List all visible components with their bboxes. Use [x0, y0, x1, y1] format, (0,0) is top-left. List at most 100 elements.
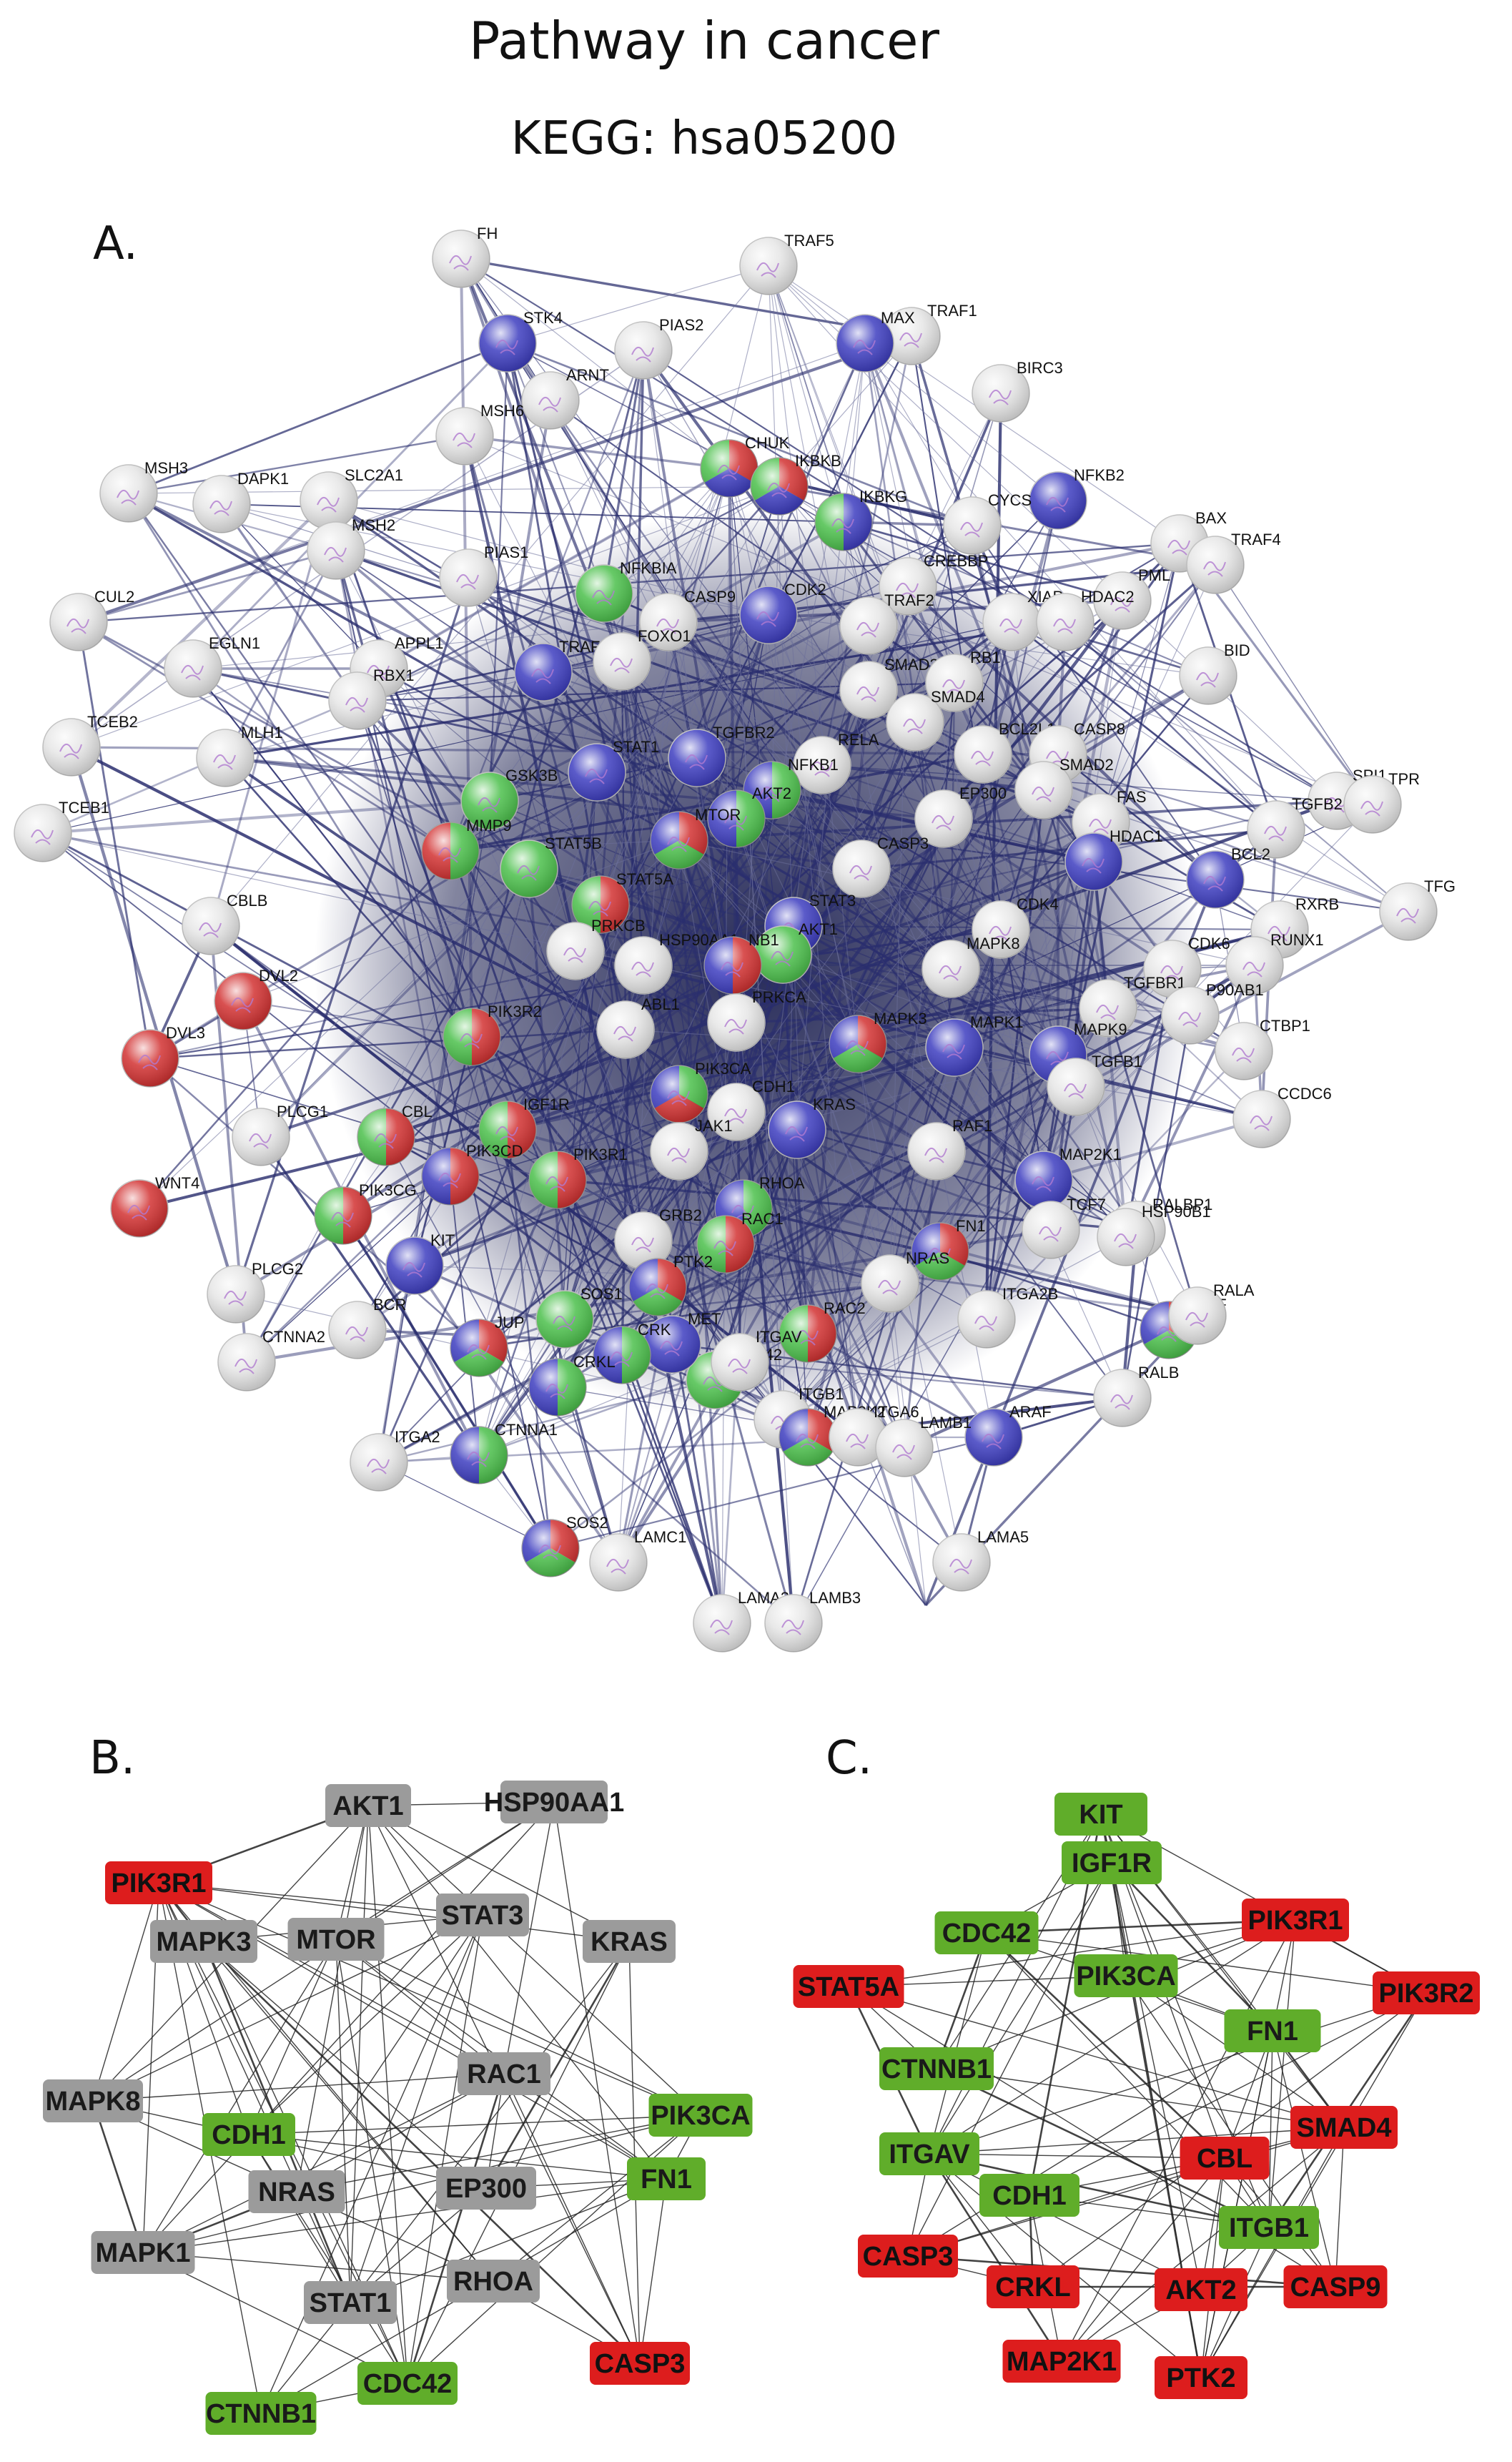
protein-node-traf5[interactable]: TRAF5 — [739, 232, 834, 295]
protein-node-pias1[interactable]: PIAS1 — [439, 543, 528, 607]
protein-node-rbx1[interactable]: RBX1 — [328, 666, 414, 730]
module-node-itgav[interactable]: ITGAV — [879, 2132, 979, 2175]
protein-node-pik3r2[interactable]: PIK3R2 — [443, 1003, 542, 1066]
hub-node-rac1[interactable]: RAC1 — [458, 2052, 550, 2095]
protein-node-plcg2[interactable]: PLCG2 — [207, 1260, 303, 1324]
protein-node-abl1[interactable]: ABL1 — [596, 995, 680, 1059]
protein-node-traf1[interactable]: TRAF1 — [882, 302, 977, 365]
module-node-crkl[interactable]: CRKL — [987, 2265, 1079, 2308]
hub-node-cdh1[interactable]: CDH1 — [202, 2113, 295, 2156]
protein-node-tgfb1[interactable]: TGFB1 — [1047, 1053, 1142, 1116]
hub-node-hsp90aa1[interactable]: HSP90AA1 — [484, 1781, 624, 1823]
protein-node-mtor[interactable]: MTOR — [650, 806, 741, 870]
protein-node-rb1[interactable]: RB1 — [925, 649, 1001, 712]
protein-node-pml[interactable]: PML — [1093, 566, 1170, 630]
protein-node-pik3ca[interactable]: PIK3CA — [650, 1060, 751, 1123]
protein-node-itgav[interactable]: ITGAV — [711, 1328, 802, 1392]
protein-node-crebbp[interactable]: CREBBP — [879, 552, 988, 616]
protein-node-bcl2[interactable]: BCL2 — [1186, 845, 1270, 909]
hub-node-mapk8[interactable]: MAPK8 — [43, 2079, 143, 2122]
protein-node-stat5b[interactable]: STAT5B — [500, 834, 602, 898]
protein-node-rala[interactable]: RALA — [1168, 1281, 1255, 1345]
protein-node-lamb3[interactable]: LAMB3 — [764, 1589, 861, 1653]
hub-node-stat1[interactable]: STAT1 — [304, 2281, 397, 2324]
hub-node-stat3[interactable]: STAT3 — [436, 1894, 529, 1936]
protein-node-traf2[interactable]: TRAF2 — [839, 591, 934, 655]
protein-node-msh2[interactable]: MSH2 — [307, 516, 395, 580]
protein-node-itga2[interactable]: ITGA2 — [350, 1428, 440, 1492]
protein-node-tgfbr1[interactable]: TGFBR1 — [1079, 974, 1186, 1038]
protein-node-mapk3[interactable]: MAPK3 — [829, 1010, 927, 1073]
protein-node-nras[interactable]: NRAS — [861, 1249, 949, 1313]
protein-node-gsk3b[interactable]: GSK3B — [460, 767, 558, 830]
hub-node-casp3[interactable]: CASP3 — [590, 2342, 690, 2385]
protein-node-ptk2[interactable]: PTK2 — [628, 1253, 713, 1316]
protein-node-msh3[interactable]: MSH3 — [99, 459, 188, 523]
protein-node-ctnna2[interactable]: CTNNA2 — [217, 1328, 325, 1392]
protein-node-foxo1[interactable]: FOXO1 — [593, 627, 691, 691]
module-node-map2k1[interactable]: MAP2K1 — [1002, 2340, 1121, 2383]
protein-node-bid[interactable]: BID — [1179, 641, 1250, 705]
protein-node-birc3[interactable]: BIRC3 — [972, 359, 1063, 423]
protein-node-bcr[interactable]: BCR — [328, 1296, 406, 1359]
protein-node-ralb[interactable]: RALB — [1093, 1364, 1179, 1427]
module-node-igf1r[interactable]: IGF1R — [1062, 1841, 1162, 1884]
module-node-pik3r2[interactable]: PIK3R2 — [1373, 1971, 1480, 2014]
module-node-casp3[interactable]: CASP3 — [858, 2235, 958, 2278]
hub-node-akt1[interactable]: AKT1 — [325, 1784, 411, 1827]
hub-node-nras[interactable]: NRAS — [248, 2170, 345, 2213]
protein-node-itga6[interactable]: ITGA6 — [829, 1403, 919, 1467]
protein-node-tgfbr2[interactable]: TGFBR2 — [668, 724, 775, 787]
protein-node-jup[interactable]: JUP — [450, 1314, 525, 1377]
protein-node-cdh1[interactable]: CDH1 — [707, 1078, 795, 1141]
protein-node-cdk2[interactable]: CDK2 — [739, 581, 826, 644]
protein-node-map2k1[interactable]: MAP2K1 — [1014, 1146, 1122, 1209]
protein-node-rac2[interactable]: RAC2 — [779, 1299, 866, 1363]
module-node-pik3r1[interactable]: PIK3R1 — [1242, 1899, 1349, 1941]
protein-node-raf1[interactable]: RAF1 — [907, 1117, 992, 1181]
protein-node-egln1[interactable]: EGLN1 — [164, 634, 260, 698]
protein-node-itga2b[interactable]: ITGA2B — [957, 1285, 1058, 1349]
module-node-ctnnb1[interactable]: CTNNB1 — [879, 2047, 994, 2090]
protein-node-dvl3[interactable]: DVL3 — [121, 1024, 205, 1088]
protein-node-nfkb2[interactable]: NFKB2 — [1029, 466, 1125, 530]
protein-node-tcf7[interactable]: TCF7 — [1022, 1196, 1106, 1259]
protein-node-tfg[interactable]: TFG — [1379, 877, 1456, 941]
protein-node-mapk1[interactable]: MAPK1 — [925, 1013, 1024, 1077]
protein-node-lama3[interactable]: LAMA3 — [693, 1589, 789, 1653]
protein-node-tceb2[interactable]: TCEB2 — [42, 713, 138, 777]
protein-node-slc2a1[interactable]: SLC2A1 — [300, 466, 403, 530]
protein-node-crkl[interactable]: CRKL — [528, 1353, 616, 1417]
protein-node-igf1r[interactable]: IGF1R — [478, 1095, 570, 1159]
protein-node-plcg1[interactable]: PLCG1 — [232, 1103, 328, 1166]
module-node-cdc42[interactable]: CDC42 — [934, 1911, 1039, 1954]
protein-node-rac1[interactable]: RAC1 — [696, 1210, 784, 1274]
protein-node-jak1[interactable]: JAK1 — [650, 1117, 733, 1181]
protein-node-dapk1[interactable]: DAPK1 — [192, 470, 289, 533]
protein-node-sos1[interactable]: SOS1 — [535, 1285, 623, 1349]
hub-node-mapk3[interactable]: MAPK3 — [150, 1920, 257, 1963]
hub-node-cdc42[interactable]: CDC42 — [357, 2362, 458, 2405]
protein-node-ep300[interactable]: EP300 — [914, 784, 1007, 848]
protein-node-mlh1[interactable]: MLH1 — [196, 724, 283, 787]
protein-node-wnt4[interactable]: WNT4 — [110, 1174, 199, 1238]
protein-node-pik3r1[interactable]: PIK3R1 — [528, 1146, 628, 1209]
protein-node-cblb[interactable]: CBLB — [182, 892, 267, 955]
protein-node-rhoa[interactable]: RHOA — [714, 1174, 805, 1238]
protein-node-mapk9[interactable]: MAPK9 — [1029, 1020, 1127, 1084]
protein-node-runx1[interactable]: RUNX1 — [1225, 931, 1324, 995]
protein-node-ccdc6[interactable]: CCDC6 — [1232, 1085, 1332, 1148]
protein-node-lamb1[interactable]: LAMB1 — [875, 1414, 972, 1477]
protein-node-hsp90aa1[interactable]: HSP90AA1 — [614, 931, 738, 995]
protein-node-bcl2l1[interactable]: BCL2L1 — [954, 720, 1056, 784]
protein-node-hdac1[interactable]: HDAC1 — [1064, 827, 1163, 891]
protein-node-cul2[interactable]: CUL2 — [49, 588, 134, 651]
protein-node-akt2[interactable]: AKT2 — [707, 784, 791, 848]
protein-node-dvl2[interactable]: DVL2 — [214, 967, 298, 1030]
hub-node-ep300[interactable]: EP300 — [436, 2167, 536, 2210]
module-node-fn1[interactable]: FN1 — [1224, 2009, 1321, 2052]
protein-node-araf[interactable]: ARAF — [964, 1403, 1052, 1467]
protein-node-ctnna1[interactable]: CTNNA1 — [450, 1421, 558, 1484]
protein-node-stat1[interactable]: STAT1 — [568, 738, 659, 802]
protein-node-pik3cg[interactable]: PIK3CG — [314, 1181, 417, 1245]
